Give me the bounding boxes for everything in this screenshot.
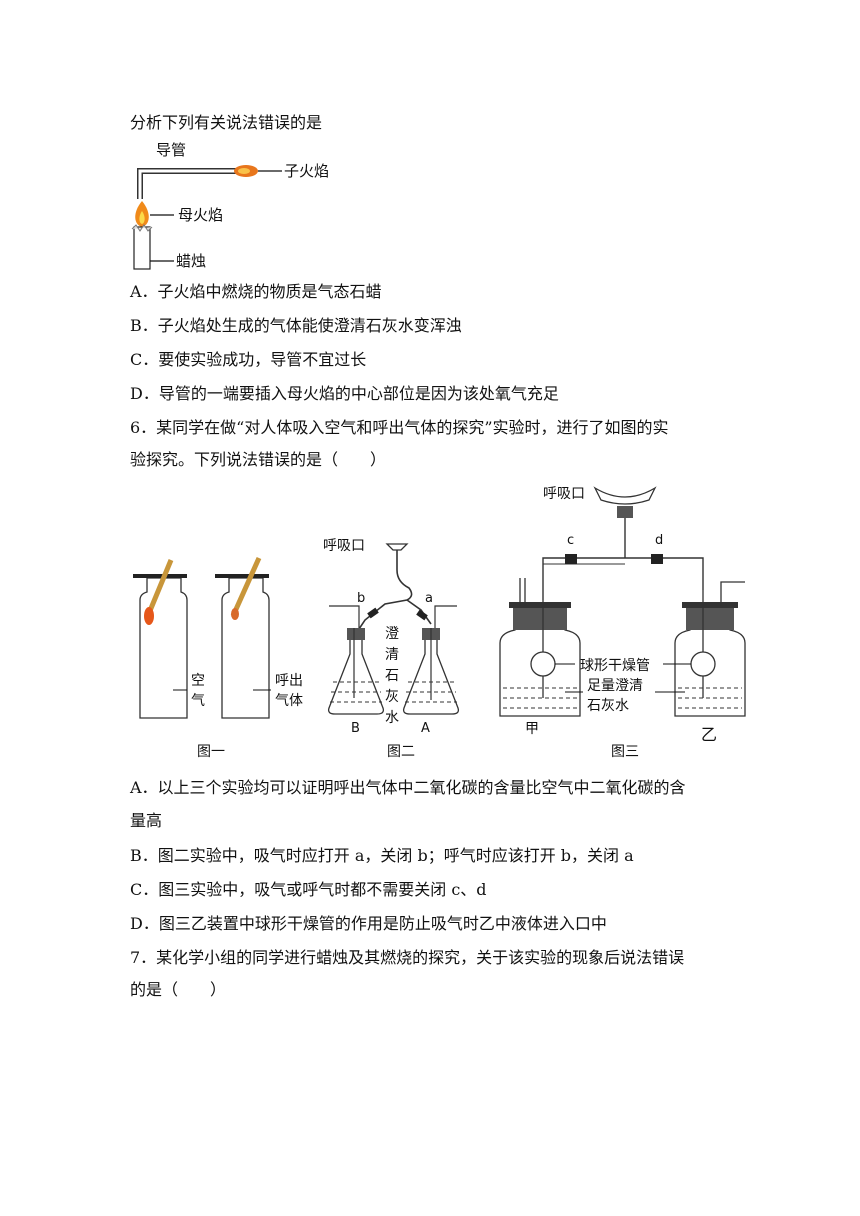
svg-text:气: 气 xyxy=(191,693,205,709)
q6-option-c: C．图三实验中，吸气或呼气时都不需要关闭 c、d xyxy=(130,880,487,899)
q6-stem-line1: 6．某同学在做“对人体吸入空气和呼出气体的探究”实验时，进行了如图的实 xyxy=(130,418,669,437)
flame-icon-2 xyxy=(231,608,239,620)
q6-option-b: B．图二实验中，吸气时应打开 a，关闭 b；呼气时应该打开 b，关闭 a xyxy=(130,846,634,865)
q7-stem-line2: 的是（ ） xyxy=(130,980,227,999)
q5-option-b: B．子火焰处生成的气体能使澄清石灰水变浑浊 xyxy=(130,316,462,335)
q6-option-d: D．图三乙装置中球形干燥管的作用是防止吸气时乙中液体进入口中 xyxy=(130,914,607,933)
svg-text:d: d xyxy=(655,533,663,548)
svg-text:空: 空 xyxy=(191,673,205,689)
svg-text:石: 石 xyxy=(385,668,399,684)
svg-text:c: c xyxy=(567,533,574,548)
svg-text:a: a xyxy=(425,591,433,606)
flame-icon-1 xyxy=(144,607,154,625)
svg-text:足量澄清: 足量澄清 xyxy=(587,678,643,694)
q5-stem: 分析下列有关说法错误的是 xyxy=(130,113,323,132)
figure-1-bottles: 空 气 呼出 气体 图一 xyxy=(133,556,303,758)
svg-text:球形干燥管: 球形干燥管 xyxy=(580,658,650,674)
q5-option-a: A．子火焰中燃烧的物质是气态石蜡 xyxy=(130,282,382,301)
drying-tube-bulb-yi xyxy=(690,651,716,677)
q6-stem-line2: 验探究。下列说法错误的是（ ） xyxy=(130,450,387,469)
breathing-experiment-figure: 空 气 呼出 气体 图一 呼吸口 b a B A xyxy=(133,486,746,758)
svg-text:A: A xyxy=(421,721,430,736)
svg-text:呼吸口: 呼吸口 xyxy=(323,538,365,554)
figure-2-flasks: 呼吸口 b a B A 澄 清 石 灰 水 图二 xyxy=(323,538,460,758)
svg-text:水: 水 xyxy=(385,710,399,726)
svg-text:气体: 气体 xyxy=(275,693,303,709)
tube-label: 导管 xyxy=(156,141,186,159)
svg-text:石灰水: 石灰水 xyxy=(587,698,629,714)
figure-3-bottles: 呼吸口 c d 甲 乙 球形干燥管 足量澄清 xyxy=(499,486,746,758)
q6-option-a: A．以上三个实验均可以证明呼出气体中二氧化碳的含量比空气中二氧化碳的含 xyxy=(130,778,686,797)
svg-text:澄: 澄 xyxy=(385,626,399,642)
svg-text:清: 清 xyxy=(385,647,399,663)
svg-text:b: b xyxy=(357,591,365,606)
q5-option-d: D．导管的一端要插入母火焰的中心部位是因为该处氧气充足 xyxy=(130,384,559,403)
figure-1-caption: 图一 xyxy=(197,744,225,758)
svg-text:甲: 甲 xyxy=(525,721,539,737)
burning-stick-2 xyxy=(230,556,262,618)
svg-text:B: B xyxy=(351,721,360,736)
q5-option-c: C．要使实验成功，导管不宜过长 xyxy=(130,350,367,369)
mother-flame-label: 母火焰 xyxy=(178,206,223,224)
figure-2-caption: 图二 xyxy=(387,744,415,758)
drying-tube-bulb-jia xyxy=(530,651,556,677)
candle-label: 蜡烛 xyxy=(176,252,206,270)
svg-text:乙: 乙 xyxy=(701,725,717,744)
candle-figure: 导管 子火焰 母火焰 蜡烛 xyxy=(131,141,329,270)
svg-text:呼出: 呼出 xyxy=(275,673,303,689)
figure-3-caption: 图三 xyxy=(611,744,639,758)
q7-stem-line1: 7．某化学小组的同学进行蜡烛及其燃烧的探究，关于该实验的现象后说法错误 xyxy=(130,948,685,967)
child-flame-label: 子火焰 xyxy=(284,162,329,180)
q6-option-a-cont: 量高 xyxy=(130,811,163,830)
svg-text:呼吸口: 呼吸口 xyxy=(543,486,585,502)
svg-text:灰: 灰 xyxy=(385,689,399,705)
candle-body xyxy=(133,226,151,270)
guide-tube xyxy=(137,168,240,199)
